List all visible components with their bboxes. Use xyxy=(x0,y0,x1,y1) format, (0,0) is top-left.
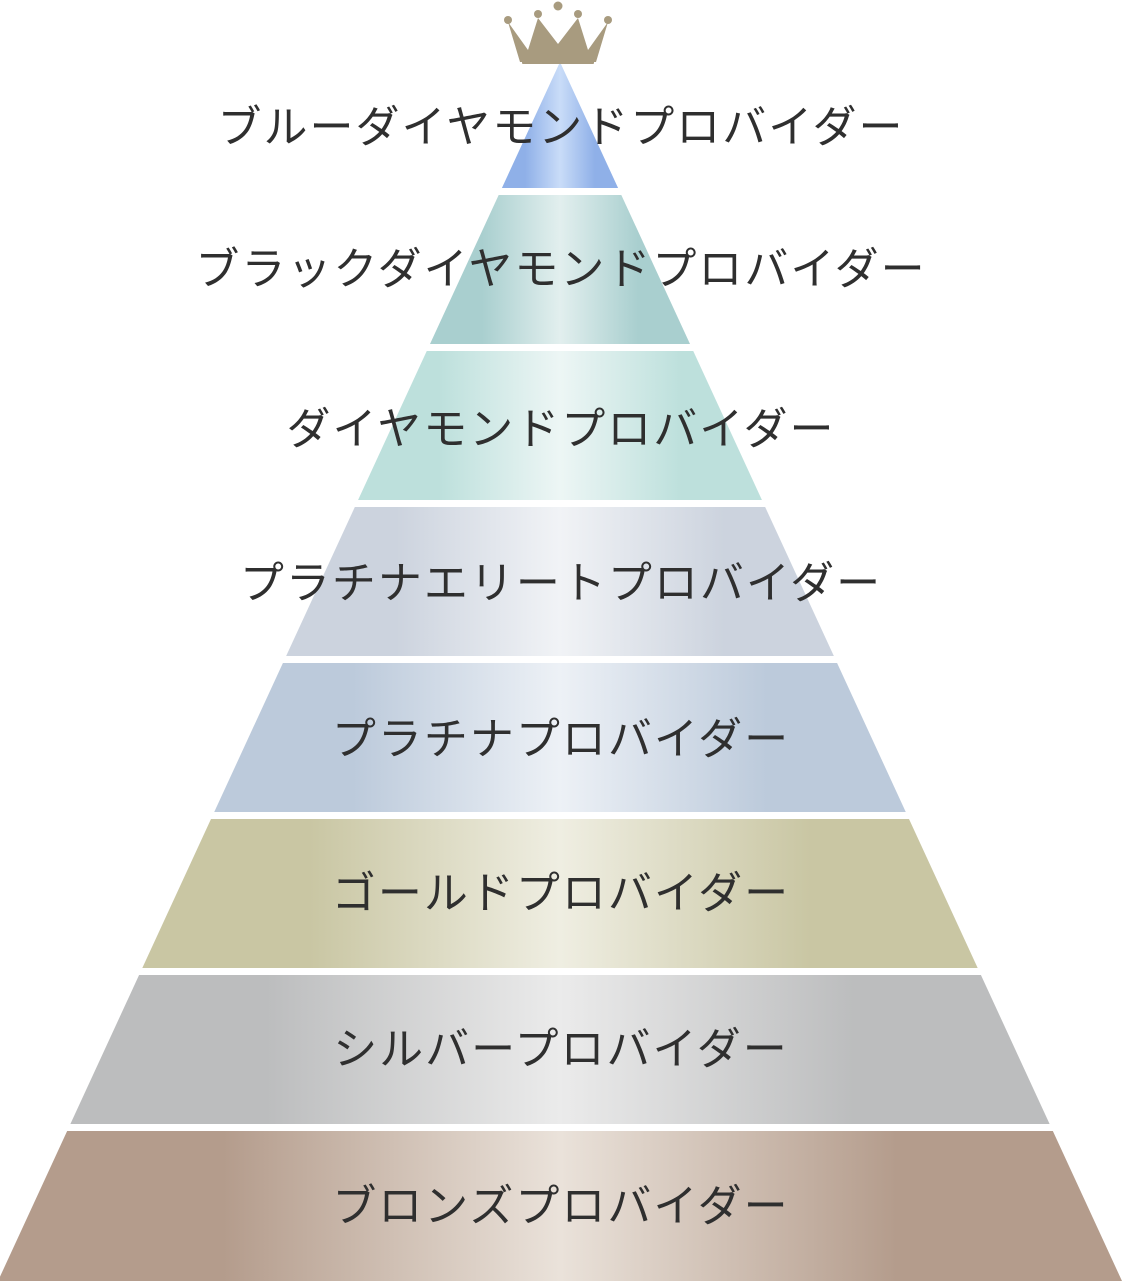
crown-jewel-inner-left xyxy=(534,10,542,18)
tier-band-silver xyxy=(70,975,1050,1124)
crown-body xyxy=(508,18,608,62)
crown-jewel-right xyxy=(604,16,612,24)
tier-band-platinum-elite xyxy=(286,507,834,656)
tier-band-platinum xyxy=(214,663,906,812)
tier-band-bronze xyxy=(0,1131,1122,1281)
crown-jewel-left xyxy=(504,16,512,24)
tier-band-gold xyxy=(142,819,978,968)
tier-band-blue-diamond xyxy=(501,62,619,188)
crown-icon xyxy=(504,1,612,64)
crown-base xyxy=(522,56,594,64)
crown-jewel-center xyxy=(553,1,563,11)
tier-band-diamond xyxy=(358,351,762,500)
tier-bands xyxy=(0,62,1122,1281)
crown-jewel-inner-right xyxy=(574,10,582,18)
tier-band-black-diamond xyxy=(429,195,691,344)
